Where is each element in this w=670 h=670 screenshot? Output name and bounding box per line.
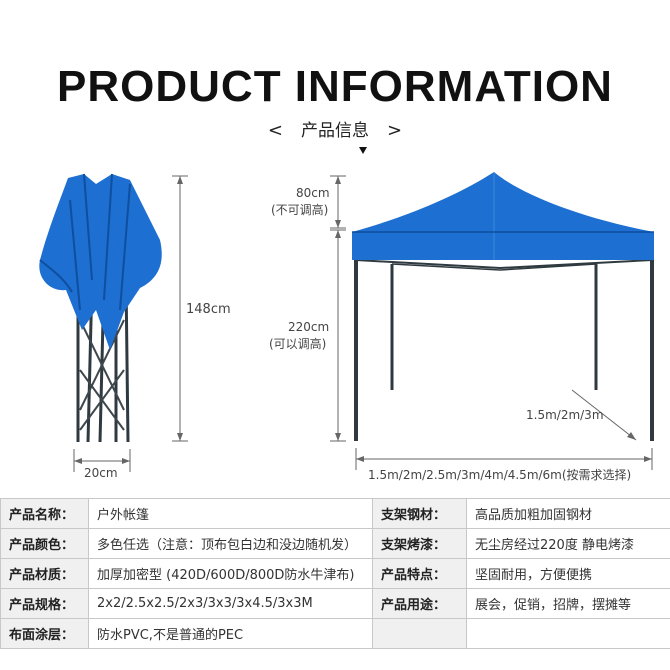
spec-value: 2x2/2.5x2.5/2x3/3x3/3x4.5/3x3M xyxy=(88,588,373,619)
spec-key: 布面涂层： xyxy=(0,618,89,649)
spec-key: 产品用途： xyxy=(372,588,467,619)
open-tent-image xyxy=(352,172,654,441)
spec-value: 防水PVC,不是普通的PEC xyxy=(88,618,373,649)
spec-key: 产品材质： xyxy=(0,558,89,589)
spec-value: 高品质加粗加固钢材 xyxy=(466,498,670,529)
spec-key: 产品规格： xyxy=(0,588,89,619)
spec-value: 多色任选（注意：顶布包白边和没边随机发） xyxy=(88,528,373,559)
table-row: 布面涂层： 防水PVC,不是普通的PEC xyxy=(0,618,670,649)
spec-value xyxy=(466,618,670,649)
spec-key xyxy=(372,618,467,649)
left-arrow-icon: < xyxy=(267,120,283,141)
down-triangle-icon xyxy=(359,147,367,154)
page-title: PRODUCT INFORMATION xyxy=(57,62,613,111)
spec-key: 支架烤漆： xyxy=(372,528,467,559)
table-row: 产品颜色： 多色任选（注意：顶布包白边和没边随机发） 支架烤漆： 无尘房经过22… xyxy=(0,528,670,559)
roof-height-label: 80cm xyxy=(296,186,330,200)
roof-height-note: (不可调高) xyxy=(271,203,329,217)
spec-table: 产品名称： 户外帐篷 支架钢材： 高品质加粗加固钢材 产品颜色： 多色任选（注意… xyxy=(0,498,670,649)
spec-value: 展会，促销，招牌，摆摊等 xyxy=(466,588,670,619)
leg-height-note: (可以调高) xyxy=(269,337,327,351)
spec-value: 加厚加密型 (420D/600D/800D防水牛津布) xyxy=(88,558,373,589)
spec-value: 坚固耐用，方便便携 xyxy=(466,558,670,589)
spec-value: 户外帐篷 xyxy=(88,498,373,529)
spec-value: 无尘房经过220度 静电烤漆 xyxy=(466,528,670,559)
spec-key: 支架钢材： xyxy=(372,498,467,529)
leg-height-label: 220cm xyxy=(288,320,330,334)
folded-height-label: 148cm xyxy=(186,302,231,317)
right-arrow-icon: > xyxy=(387,120,403,141)
subtitle-text: 产品信息 xyxy=(301,121,369,141)
folded-tent-image xyxy=(39,173,162,443)
spec-key: 产品特点： xyxy=(372,558,467,589)
spec-key: 产品颜色： xyxy=(0,528,89,559)
table-row: 产品材质： 加厚加密型 (420D/600D/800D防水牛津布) 产品特点： … xyxy=(0,558,670,589)
spec-key: 产品名称： xyxy=(0,498,89,529)
section-subtitle: < 产品信息 > xyxy=(0,116,670,141)
tent-diagram xyxy=(39,172,654,472)
width-options-label: 1.5m/2m/2.5m/3m/4m/4.5m/6m(按需求选择) xyxy=(368,468,632,482)
table-row: 产品名称： 户外帐篷 支架钢材： 高品质加粗加固钢材 xyxy=(0,498,670,529)
table-row: 产品规格： 2x2/2.5x2.5/2x3/3x3/3x4.5/3x3M 产品用… xyxy=(0,588,670,619)
frame-size-label: 1.5m/2m/3m xyxy=(526,408,604,422)
folded-width-label: 20cm xyxy=(84,466,118,480)
